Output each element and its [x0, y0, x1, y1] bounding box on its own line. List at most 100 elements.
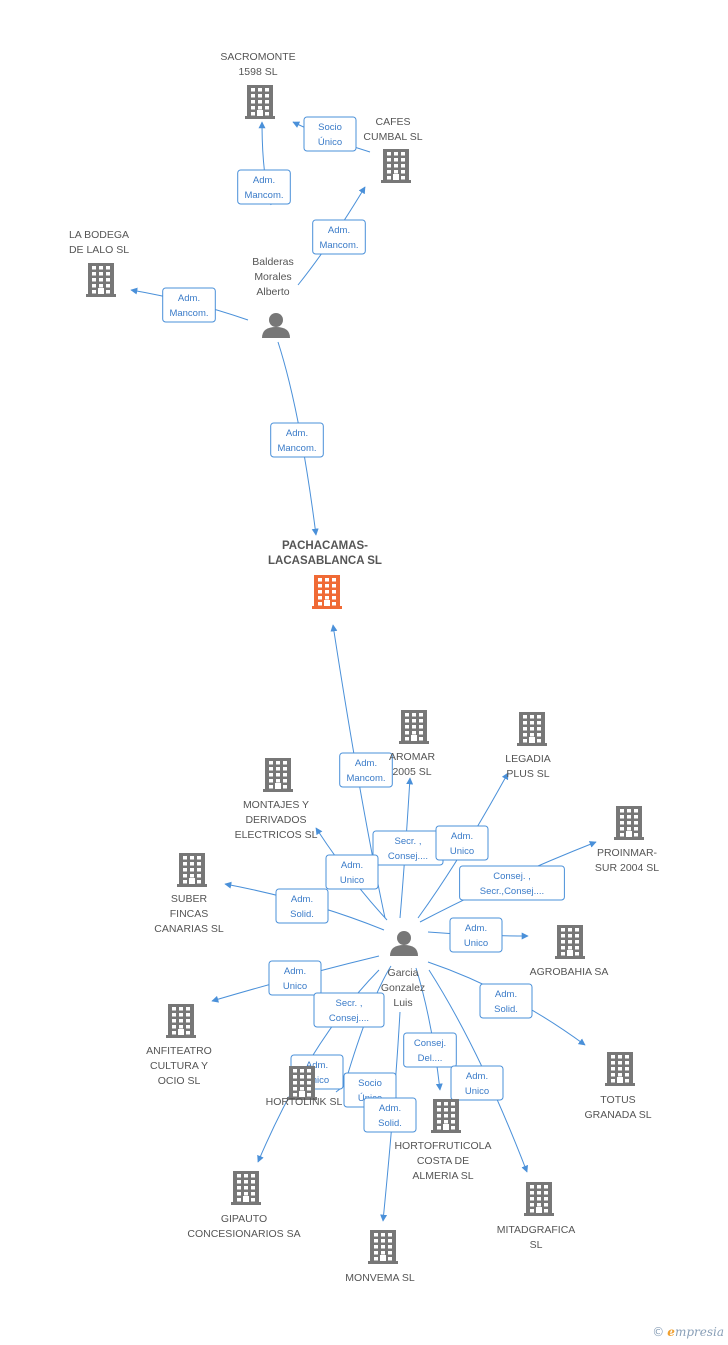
node-label-line: MONVEMA SL	[345, 1272, 415, 1284]
building-icon	[263, 758, 293, 792]
edge-label-line: Adm.	[451, 831, 473, 842]
node-label-line: FINCAS	[170, 908, 209, 920]
node-proinmar[interactable]: PROINMAR- SUR 2004 SL	[595, 806, 659, 874]
edge-label-garcia-to-mitadgrafica[interactable]: Adm.Unico	[450, 1065, 504, 1101]
node-label-line: SUBER	[171, 893, 208, 905]
building-icon	[177, 853, 207, 887]
person-icon	[262, 313, 290, 338]
node-label-line: Gonzalez	[381, 982, 425, 994]
node-label-line: SUR 2004 SL	[595, 862, 659, 874]
node-label-line: CAFES	[375, 116, 410, 128]
node-label-line: PROINMAR-	[597, 847, 658, 859]
edge-label-balderas-to-pachacamas[interactable]: Adm. Mancom.	[270, 422, 324, 458]
edge-label-garcia-to-proinmar[interactable]: Consej. ,Secr.,Consej....	[459, 865, 565, 901]
brand-name: mpresia	[674, 1325, 724, 1339]
node-label-line: CULTURA Y	[150, 1060, 208, 1072]
edge-label-line: Adm.	[178, 293, 200, 304]
edge-label-line: Unico	[340, 875, 364, 886]
edge-label-line: Adm.	[355, 758, 377, 769]
node-cafes[interactable]: CAFES CUMBAL SL	[363, 116, 423, 183]
node-label-line: CUMBAL SL	[363, 131, 422, 143]
node-label-line: GRANADA SL	[584, 1109, 651, 1121]
edge-label-garcia-to-hortofruticola[interactable]: Consej. Del....	[403, 1032, 457, 1068]
edge-label-line: Mancom.	[346, 773, 385, 784]
building-icon	[524, 1182, 554, 1216]
edge-label-garcia-to-legadia[interactable]: Adm. Unico	[435, 825, 489, 861]
person-icon	[390, 931, 418, 956]
node-label-line: HORTOFRUTICOLA	[394, 1140, 491, 1152]
edge-label-line: Socio	[358, 1078, 382, 1089]
edge-garcia-to-mitadgrafica	[428, 969, 529, 1173]
edge-label-garcia-to-anfiteatro[interactable]: Adm.Unico	[268, 960, 322, 996]
building-icon	[431, 1099, 461, 1133]
edge-label-garcia-to-monvema[interactable]: Adm.Solid.	[363, 1097, 417, 1133]
node-pachacamas[interactable]: PACHACAMAS-LACASABLANCA SL	[268, 540, 382, 609]
building-icon	[614, 806, 644, 840]
edge-label-balderas-to-sacromonte[interactable]: Adm.Mancom.	[237, 169, 291, 205]
building-icon	[86, 263, 116, 297]
node-label-line: ALMERIA SL	[412, 1170, 473, 1182]
edge-label-line: Adm.	[495, 989, 517, 1000]
edge-label-line: Unico	[464, 938, 488, 949]
edge-label-line: Mancom.	[169, 308, 208, 319]
edge-label-line: Unico	[283, 981, 307, 992]
edge-label-line: Adm.	[379, 1103, 401, 1114]
main-company-building-icon	[312, 575, 342, 609]
node-label-line: AROMAR	[389, 751, 436, 763]
edge-label-line: Solid.	[494, 1004, 518, 1015]
edge-label-line: Adm.	[286, 428, 308, 439]
edge-label-garcia-to-agrobahia[interactable]: Adm. Unico	[449, 917, 503, 953]
node-hortolink[interactable]: HORTOLINK SL	[266, 1066, 343, 1108]
copyright-symbol: ©	[652, 1325, 665, 1339]
edge-label-line: Unico	[465, 1086, 489, 1097]
node-label-line: TOTUS	[600, 1094, 635, 1106]
edge-label-garcia-to-hortolink[interactable]: Secr. ,Consej....	[313, 992, 385, 1028]
edge-label-garcia-to-totus[interactable]: Adm. Solid.	[479, 983, 533, 1019]
building-icon	[605, 1052, 635, 1086]
edge-label-line: Adm.	[465, 923, 487, 934]
building-icon	[368, 1230, 398, 1264]
node-label-line: MONTAJES Y	[243, 799, 309, 811]
edge-label-balderas-to-cafes[interactable]: Adm.Mancom.	[312, 219, 366, 255]
edge-label-line: Mancom.	[277, 443, 316, 454]
node-label-line: LACASABLANCA SL	[268, 555, 382, 567]
edge-label-garcia-to-aromar[interactable]: Secr. ,Consej....	[372, 830, 444, 866]
edge-label-line: Consej....	[329, 1013, 369, 1024]
node-label-line: GIPAUTO	[221, 1213, 267, 1225]
edge-garcia-to-gipauto	[257, 969, 380, 1163]
node-label-line: CANARIAS SL	[154, 923, 224, 935]
node-label-line: HORTOLINK SL	[266, 1096, 343, 1108]
node-totus[interactable]: TOTUS GRANADA SL	[584, 1052, 652, 1121]
building-icon	[245, 85, 275, 119]
node-agrobahia[interactable]: AGROBAHIA SA	[530, 925, 609, 978]
edge-label-line: Unico	[450, 846, 474, 857]
edge-label-line: Consej.	[414, 1038, 446, 1049]
edge-label-line: Único	[318, 137, 342, 148]
edge-label-balderas-to-bodega[interactable]: Adm. Mancom.	[162, 287, 216, 323]
edge-label-line: Socio	[318, 122, 342, 133]
node-suber[interactable]: SUBER FINCAS CANARIAS SL	[154, 853, 224, 935]
edge-label-garcia-to-montajes[interactable]: Adm.Unico	[325, 854, 379, 890]
edge-label-line: Adm.	[328, 225, 350, 236]
edge-label-line: Consej. ,	[493, 871, 531, 882]
edge-label-line: Adm.	[291, 894, 313, 905]
edge-label-line: Del....	[418, 1053, 443, 1064]
edge-label-garcia-to-pachacamas[interactable]: Adm. Mancom.	[339, 752, 393, 788]
node-label-line: ANFITEATRO	[146, 1045, 212, 1057]
edge-label-garcia-to-suber[interactable]: Adm.Solid.	[275, 888, 329, 924]
node-monvema[interactable]: MONVEMA SL	[345, 1230, 415, 1284]
node-label-line: Morales	[254, 271, 291, 283]
